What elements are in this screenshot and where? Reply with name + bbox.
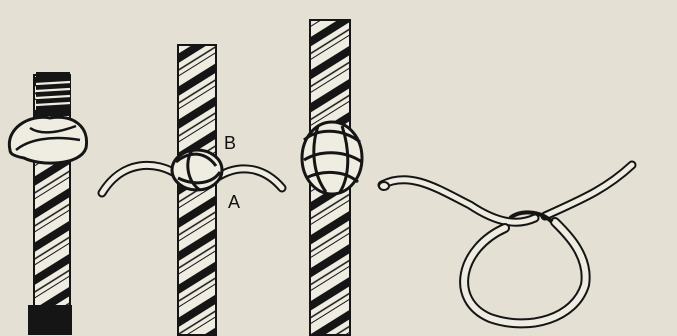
fig1-rope xyxy=(9,72,86,335)
fig4-loop xyxy=(379,165,632,323)
label-a: A xyxy=(228,193,240,211)
fig2-rope xyxy=(102,45,282,335)
fig3-rope xyxy=(302,20,362,335)
label-b: B xyxy=(224,134,236,152)
